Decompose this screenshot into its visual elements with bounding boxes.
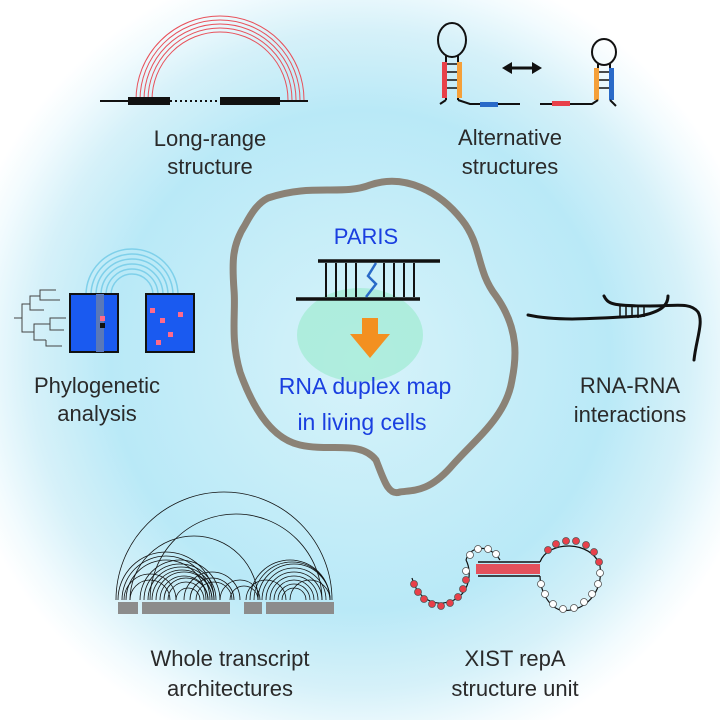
hairpin-right (540, 38, 617, 107)
phylogenetic-label-1: Phylogenetic (34, 373, 160, 398)
center-cell: PARIS RNA duplex map in living cells (229, 177, 519, 497)
transcript-segments (118, 602, 334, 614)
whole-transcript-label-2: architectures (167, 676, 293, 701)
whole-transcript-panel: Whole transcript architectures (115, 491, 334, 701)
phylogenetic-label-2: analysis (57, 401, 136, 426)
alignment-block-right (145, 293, 195, 353)
interacting-strands (526, 294, 702, 362)
xist-label-1: XIST repA (464, 646, 565, 671)
result-line-2: in living cells (297, 409, 426, 435)
phylogenetic-panel: Phylogenetic analysis (14, 248, 195, 426)
long-range-label-1: Long-range (154, 126, 267, 151)
phylogenetic-tree-icon (14, 289, 66, 347)
down-arrow-icon (350, 318, 390, 358)
long-range-arcs (135, 15, 305, 101)
result-line-1: RNA duplex map (279, 373, 452, 399)
long-range-panel: Long-range structure (100, 15, 308, 179)
cell-outline (229, 177, 519, 497)
long-range-rna (100, 97, 308, 105)
alternative-label-1: Alternative (458, 125, 562, 150)
long-range-label-2: structure (167, 154, 253, 179)
conserved-arcs (85, 248, 179, 296)
xist-structure (411, 545, 602, 611)
interaction-base-pairs (619, 306, 645, 318)
whole-transcript-label-1: Whole transcript (151, 646, 310, 671)
duplex-icon (296, 259, 440, 301)
xist-label-2: structure unit (451, 676, 578, 701)
rna-rna-panel: RNA-RNA interactions (526, 294, 702, 427)
alternative-panel: Alternative structures (437, 22, 617, 179)
alternative-label-2: structures (462, 154, 559, 179)
alignment-block-left (69, 293, 119, 353)
method-label: PARIS (334, 224, 398, 249)
rna-rna-label-2: interactions (574, 402, 687, 427)
double-arrow-icon (502, 62, 542, 74)
xist-panel: XIST repA structure unit (410, 537, 604, 701)
rna-rna-label-1: RNA-RNA (580, 373, 681, 398)
hairpin-left (437, 22, 520, 107)
transcript-arc-field (115, 491, 333, 601)
xist-nucleotides (410, 537, 604, 613)
